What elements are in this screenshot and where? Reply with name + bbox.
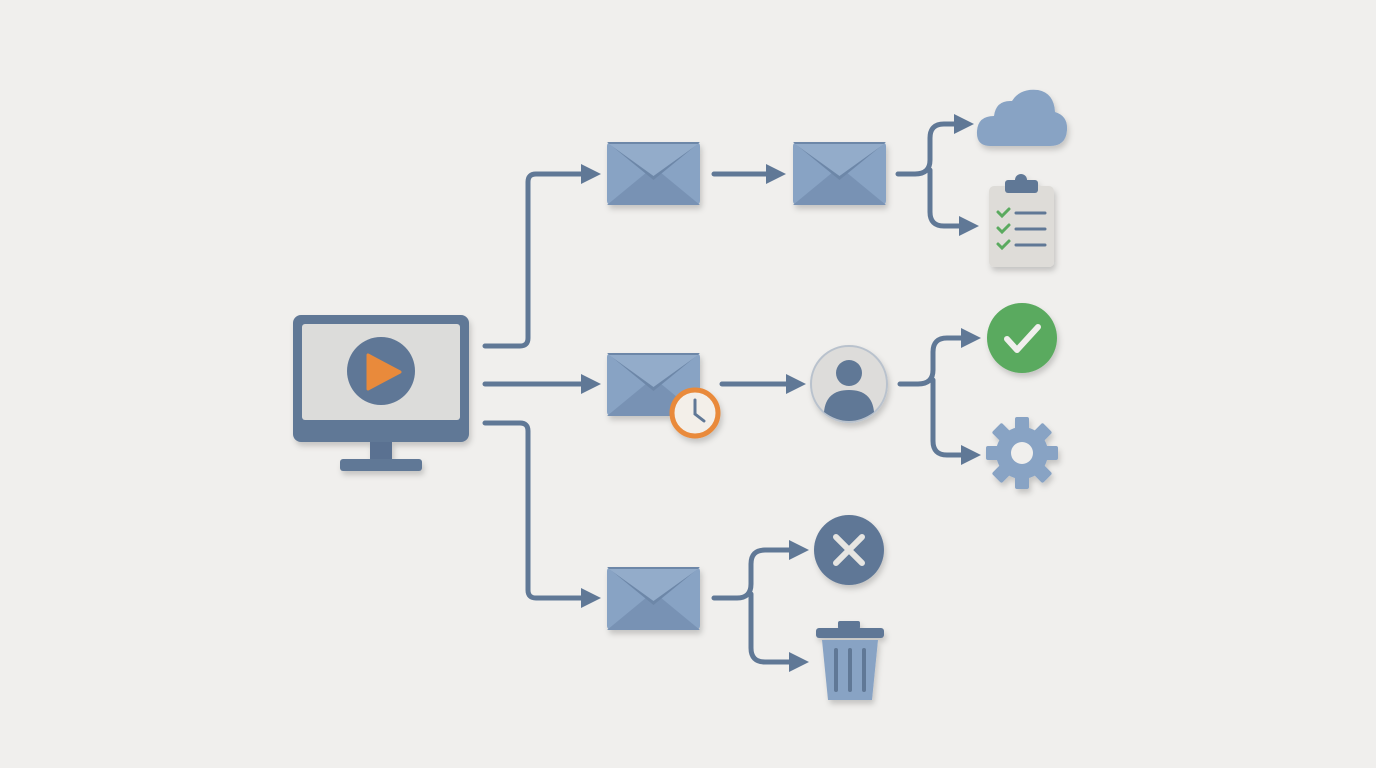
arrow-source-to-email-3 — [482, 420, 601, 608]
envelope-icon — [607, 567, 700, 630]
arrow-email-3-to-cancel — [711, 540, 809, 601]
envelope-icon — [793, 142, 886, 205]
arrow-email-2-to-cloud — [895, 114, 974, 177]
trash-icon — [816, 621, 884, 700]
clipboard-checklist-icon — [989, 174, 1054, 267]
envelope-clock-icon — [607, 353, 721, 439]
cloud-icon — [976, 89, 1068, 146]
arrow-user-to-settings — [930, 377, 981, 465]
connectors — [482, 114, 981, 672]
arrow-user-to-success — [897, 328, 981, 387]
arrow-email-2-to-checklist — [927, 167, 979, 236]
user-icon — [810, 345, 888, 423]
x-circle-icon — [814, 515, 884, 585]
clock-icon — [669, 387, 721, 439]
arrow-source-to-email-1 — [482, 164, 601, 349]
gear-icon — [986, 417, 1058, 489]
monitor-play-icon — [293, 315, 469, 471]
envelope-icon — [607, 142, 700, 205]
arrow-email-3-to-delete — [748, 591, 809, 672]
check-circle-icon — [987, 303, 1057, 373]
